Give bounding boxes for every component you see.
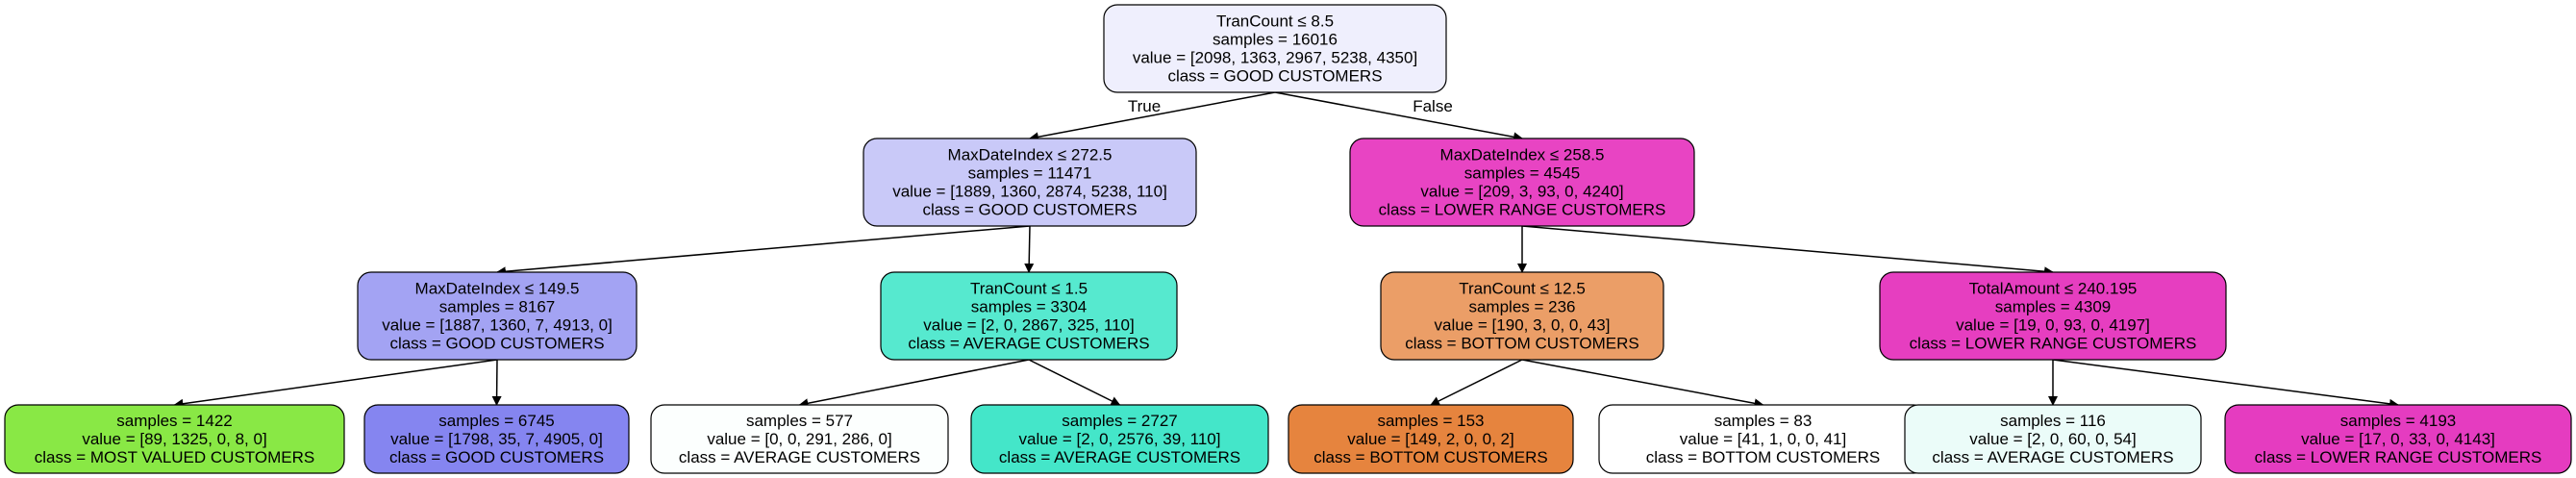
node-line: MaxDateIndex ≤ 258.5 (1440, 146, 1605, 164)
node-line: value = [209, 3, 93, 0, 4240] (1420, 183, 1623, 201)
node-line: class = GOOD CUSTOMERS (1167, 67, 1382, 86)
edge-n4-n10 (1028, 359, 1121, 406)
node-box (880, 271, 1178, 361)
node-line: TotalAmount ≤ 240.195 (1969, 280, 2138, 298)
node-line: class = AVERAGE CUSTOMERS (999, 448, 1240, 466)
node-line: samples = 236 (1468, 298, 1575, 316)
node-line: samples = 2727 (1062, 412, 1178, 430)
node-line: TranCount ≤ 8.5 (1216, 13, 1334, 31)
edge-n4-n9 (798, 359, 1030, 409)
node-line: class = MOST VALUED CUSTOMERS (35, 448, 314, 466)
node-box (650, 404, 949, 474)
node-line: samples = 4193 (2340, 412, 2457, 430)
node-line: value = [1887, 1360, 7, 4913, 0] (382, 316, 613, 335)
node-line: class = GOOD CUSTOMERS (389, 335, 604, 353)
node-line: samples = 11471 (968, 164, 1092, 183)
node-box (1879, 271, 2227, 361)
node-line: class = GOOD CUSTOMERS (389, 448, 604, 466)
node-box (970, 404, 1269, 474)
node-line: class = BOTTOM CUSTOMERS (1313, 448, 1548, 466)
node-box (863, 138, 1197, 227)
edge-n1-n4 (1024, 225, 1035, 273)
node-line: value = [2, 0, 60, 0, 54] (1969, 430, 2136, 448)
node-box (357, 271, 638, 361)
node-line: value = [0, 0, 291, 286, 0] (707, 430, 891, 448)
node-line: samples = 8167 (439, 298, 556, 316)
node-box (363, 404, 630, 474)
node-line: value = [41, 1, 0, 0, 41] (1680, 430, 1846, 448)
node-line: class = AVERAGE CUSTOMERS (1932, 448, 2173, 466)
node-line: value = [19, 0, 93, 0, 4197] (1956, 316, 2150, 335)
edge-label-true: True (1128, 97, 1161, 115)
node-line: value = [2, 0, 2576, 39, 110] (1019, 430, 1221, 448)
edge-n0-n1 (1029, 91, 1276, 142)
node-box (1103, 4, 1447, 93)
edge-n5-n11 (1430, 359, 1523, 406)
node-box (1380, 271, 1664, 361)
edges-layer (173, 91, 2399, 409)
node-line: class = GOOD CUSTOMERS (922, 201, 1137, 219)
node-line: samples = 153 (1377, 412, 1484, 430)
node-line: samples = 577 (746, 412, 853, 430)
node-line: class = AVERAGE CUSTOMERS (908, 335, 1149, 353)
node-line: class = LOWER RANGE CUSTOMERS (1910, 335, 2197, 353)
node-line: class = LOWER RANGE CUSTOMERS (1379, 201, 1666, 219)
node-line: value = [1798, 35, 7, 4905, 0] (390, 430, 603, 448)
edge-n5-n12 (1521, 359, 1764, 409)
node-line: value = [1889, 1360, 2874, 5238, 110] (892, 183, 1167, 201)
node-line: class = BOTTOM CUSTOMERS (1405, 335, 1639, 353)
node-line: samples = 1422 (116, 412, 233, 430)
node-line: samples = 6745 (438, 412, 555, 430)
node-line: value = [89, 1325, 0, 8, 0] (82, 430, 266, 448)
edge-n6-n14 (2052, 359, 2399, 409)
node-line: value = [17, 0, 33, 0, 4143] (2301, 430, 2495, 448)
node-line: MaxDateIndex ≤ 149.5 (415, 280, 580, 298)
node-line: value = [190, 3, 0, 0, 43] (1435, 316, 1611, 335)
edge-n3-n7 (173, 359, 498, 409)
node-line: class = AVERAGE CUSTOMERS (679, 448, 920, 466)
node-line: TranCount ≤ 12.5 (1459, 280, 1586, 298)
node-line: TranCount ≤ 1.5 (970, 280, 1088, 298)
edge-label-false: False (1413, 97, 1453, 115)
node-line: samples = 4545 (1464, 164, 1581, 183)
node-line: samples = 83 (1714, 412, 1813, 430)
edge-n1-n3 (496, 225, 1031, 277)
node-line: MaxDateIndex ≤ 272.5 (948, 146, 1113, 164)
node-line: samples = 4309 (1995, 298, 2112, 316)
node-line: class = BOTTOM CUSTOMERS (1646, 448, 1881, 466)
node-line: samples = 3304 (971, 298, 1088, 316)
edge-n2-n6 (1521, 225, 2054, 277)
node-box (1288, 404, 1574, 474)
node-line: class = LOWER RANGE CUSTOMERS (2255, 448, 2542, 466)
node-box (2224, 404, 2572, 474)
node-box (4, 404, 345, 474)
node-line: value = [2098, 1363, 2967, 5238, 4350] (1133, 49, 1417, 67)
edge-n0-n2 (1274, 91, 1523, 142)
node-box (1349, 138, 1695, 227)
node-box (1904, 404, 2202, 474)
node-line: samples = 116 (2000, 412, 2106, 430)
node-line: samples = 16016 (1213, 31, 1338, 49)
node-line: value = [2, 0, 2867, 325, 110] (923, 316, 1134, 335)
node-line: value = [149, 2, 0, 0, 2] (1347, 430, 1513, 448)
edge-n3-n8 (491, 359, 502, 406)
